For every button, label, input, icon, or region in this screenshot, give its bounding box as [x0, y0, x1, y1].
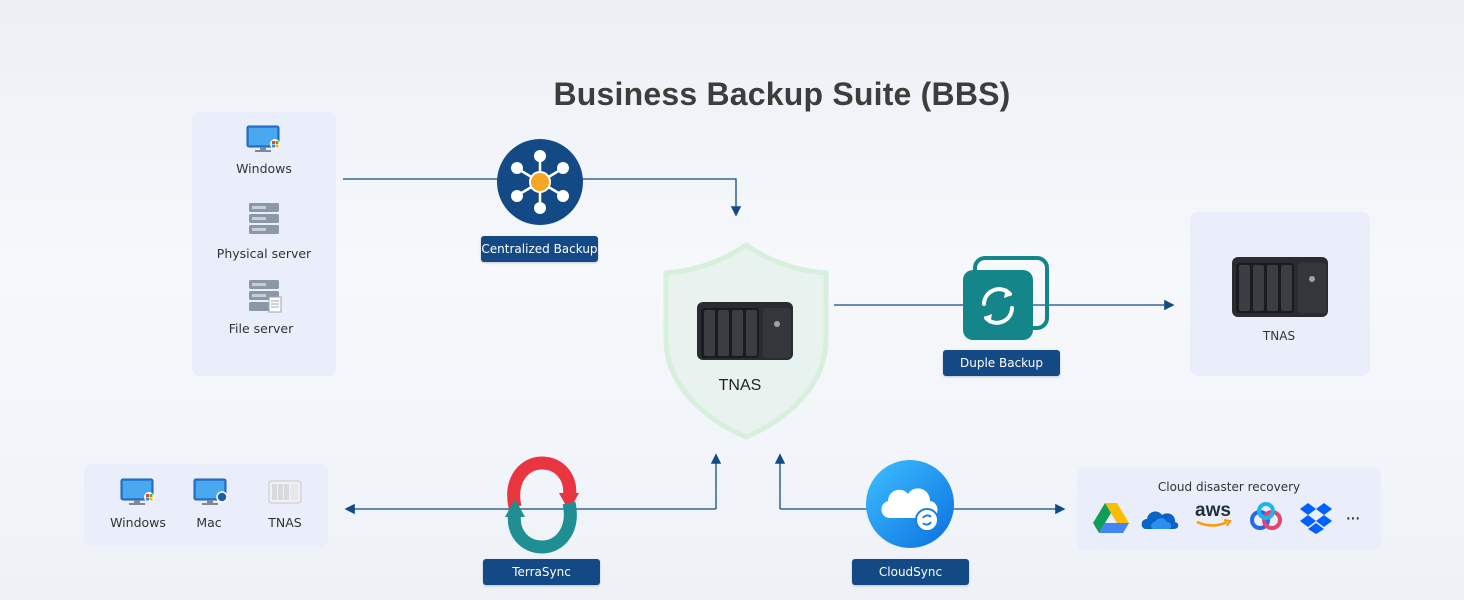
hub-network-icon: [497, 139, 583, 230]
source-label-physical-server: Physical server: [216, 246, 312, 261]
source-label-windows: Windows: [236, 161, 292, 176]
diagram-title: Business Backup Suite (BBS): [553, 76, 1011, 112]
duple-backup-label: Duple Backup: [943, 350, 1060, 376]
dropbox-icon: [1298, 501, 1334, 540]
centralized-backup-label: Centralized Backup: [481, 236, 598, 262]
server-icon: [247, 202, 281, 241]
cloud-recovery-panel: Cloud disaster recovery aws: [1077, 467, 1381, 551]
line-sources-to-nas: [343, 178, 742, 217]
more-providers-indicator: ···: [1345, 507, 1361, 529]
onedrive-icon: [1140, 507, 1179, 536]
center-nas-label: TNAS: [718, 377, 762, 394]
terrasync-label: TerraSync: [483, 559, 600, 585]
nas-device-icon: [1230, 255, 1330, 326]
client-label-mac: Mac: [196, 515, 222, 530]
sync-icon: [961, 256, 1051, 347]
windows-pc-icon: [119, 477, 157, 512]
source-label-file-server: File server: [228, 321, 294, 336]
nas-device-icon: [695, 300, 797, 369]
aws-icon: aws: [1191, 500, 1235, 529]
remote-nas-label: TNAS: [1262, 329, 1296, 343]
google-drive-icon: [1093, 501, 1129, 538]
windows-pc-icon: [245, 124, 283, 159]
cloud-sync-icon: [866, 460, 954, 553]
nas-small-icon: [268, 480, 302, 511]
sources-panel: Windows Physical server File server: [192, 112, 336, 376]
remote-nas-panel: TNAS: [1190, 212, 1370, 376]
mac-icon: [192, 477, 230, 512]
client-label-tnas: TNAS: [268, 515, 302, 530]
cloud-recovery-title: Cloud disaster recovery: [1157, 480, 1301, 494]
baidu-netdisk-icon: [1249, 502, 1283, 537]
cloudsync-label: CloudSync: [852, 559, 969, 585]
client-label-windows: Windows: [110, 515, 166, 530]
terrasync-icon: [505, 456, 579, 556]
file-server-icon: [247, 279, 283, 318]
sync-clients-panel: Windows Mac TNAS: [84, 464, 328, 547]
